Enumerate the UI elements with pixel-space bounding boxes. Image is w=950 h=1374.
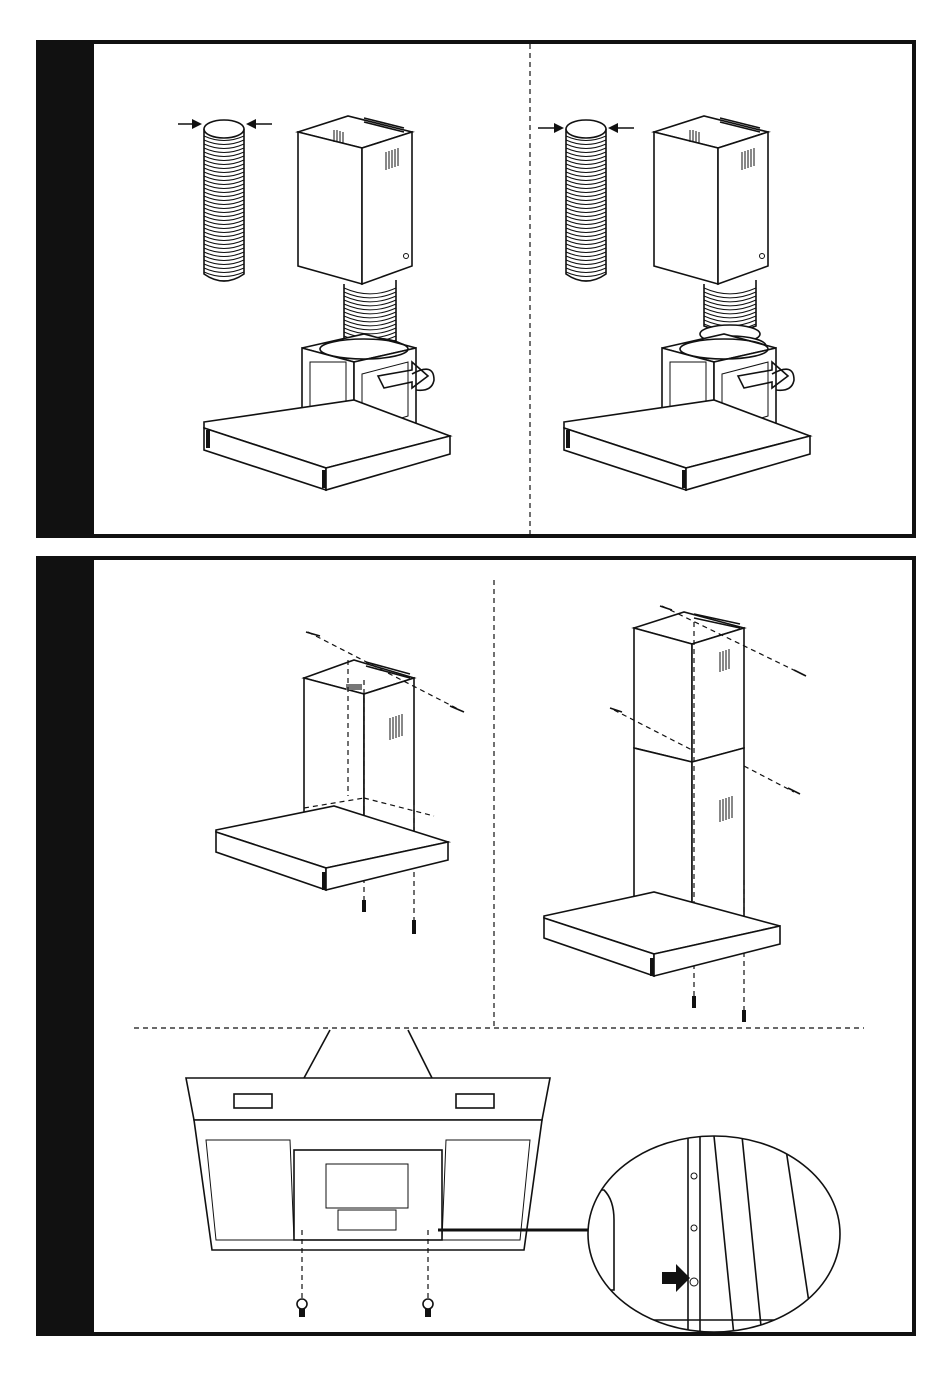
duct-rib — [344, 328, 396, 334]
duct-rib — [344, 296, 396, 302]
duct-rib — [344, 292, 396, 298]
duct-rib — [704, 316, 756, 322]
tall-chimney-view — [544, 606, 806, 1022]
duct-rib — [704, 312, 756, 318]
duct-rib — [344, 312, 396, 318]
duct-rib — [704, 292, 756, 298]
duct-connection-illustration — [94, 44, 916, 534]
step-number-strip — [40, 44, 94, 534]
chimney-mounting-illustration — [94, 560, 916, 1332]
step-number-strip — [40, 560, 94, 1332]
duct-rib — [704, 304, 756, 310]
duct-rib — [704, 300, 756, 306]
duct-rib — [344, 320, 396, 326]
chimney-cover-left — [298, 116, 412, 284]
duct-rib — [344, 288, 396, 294]
panel-body — [94, 560, 912, 1332]
duct-rib — [704, 296, 756, 302]
panel-body — [94, 44, 912, 534]
duct-rib — [704, 288, 756, 294]
short-chimney-view — [216, 632, 464, 934]
chimney-cover-right — [654, 116, 768, 284]
flexible-duct-left — [204, 120, 244, 281]
duct-rib — [344, 324, 396, 330]
step-panel-chimney — [36, 556, 916, 1336]
hood-underside-view — [186, 1030, 590, 1317]
duct-rib — [344, 308, 396, 314]
duct-rib — [344, 300, 396, 306]
screw-icon — [297, 1299, 433, 1317]
step-panel-duct — [36, 40, 916, 538]
duct-rib — [704, 308, 756, 314]
duct-rib — [344, 316, 396, 322]
detail-magnifier — [588, 1136, 848, 1332]
duct-rib — [344, 304, 396, 310]
flexible-duct-right — [566, 120, 606, 281]
